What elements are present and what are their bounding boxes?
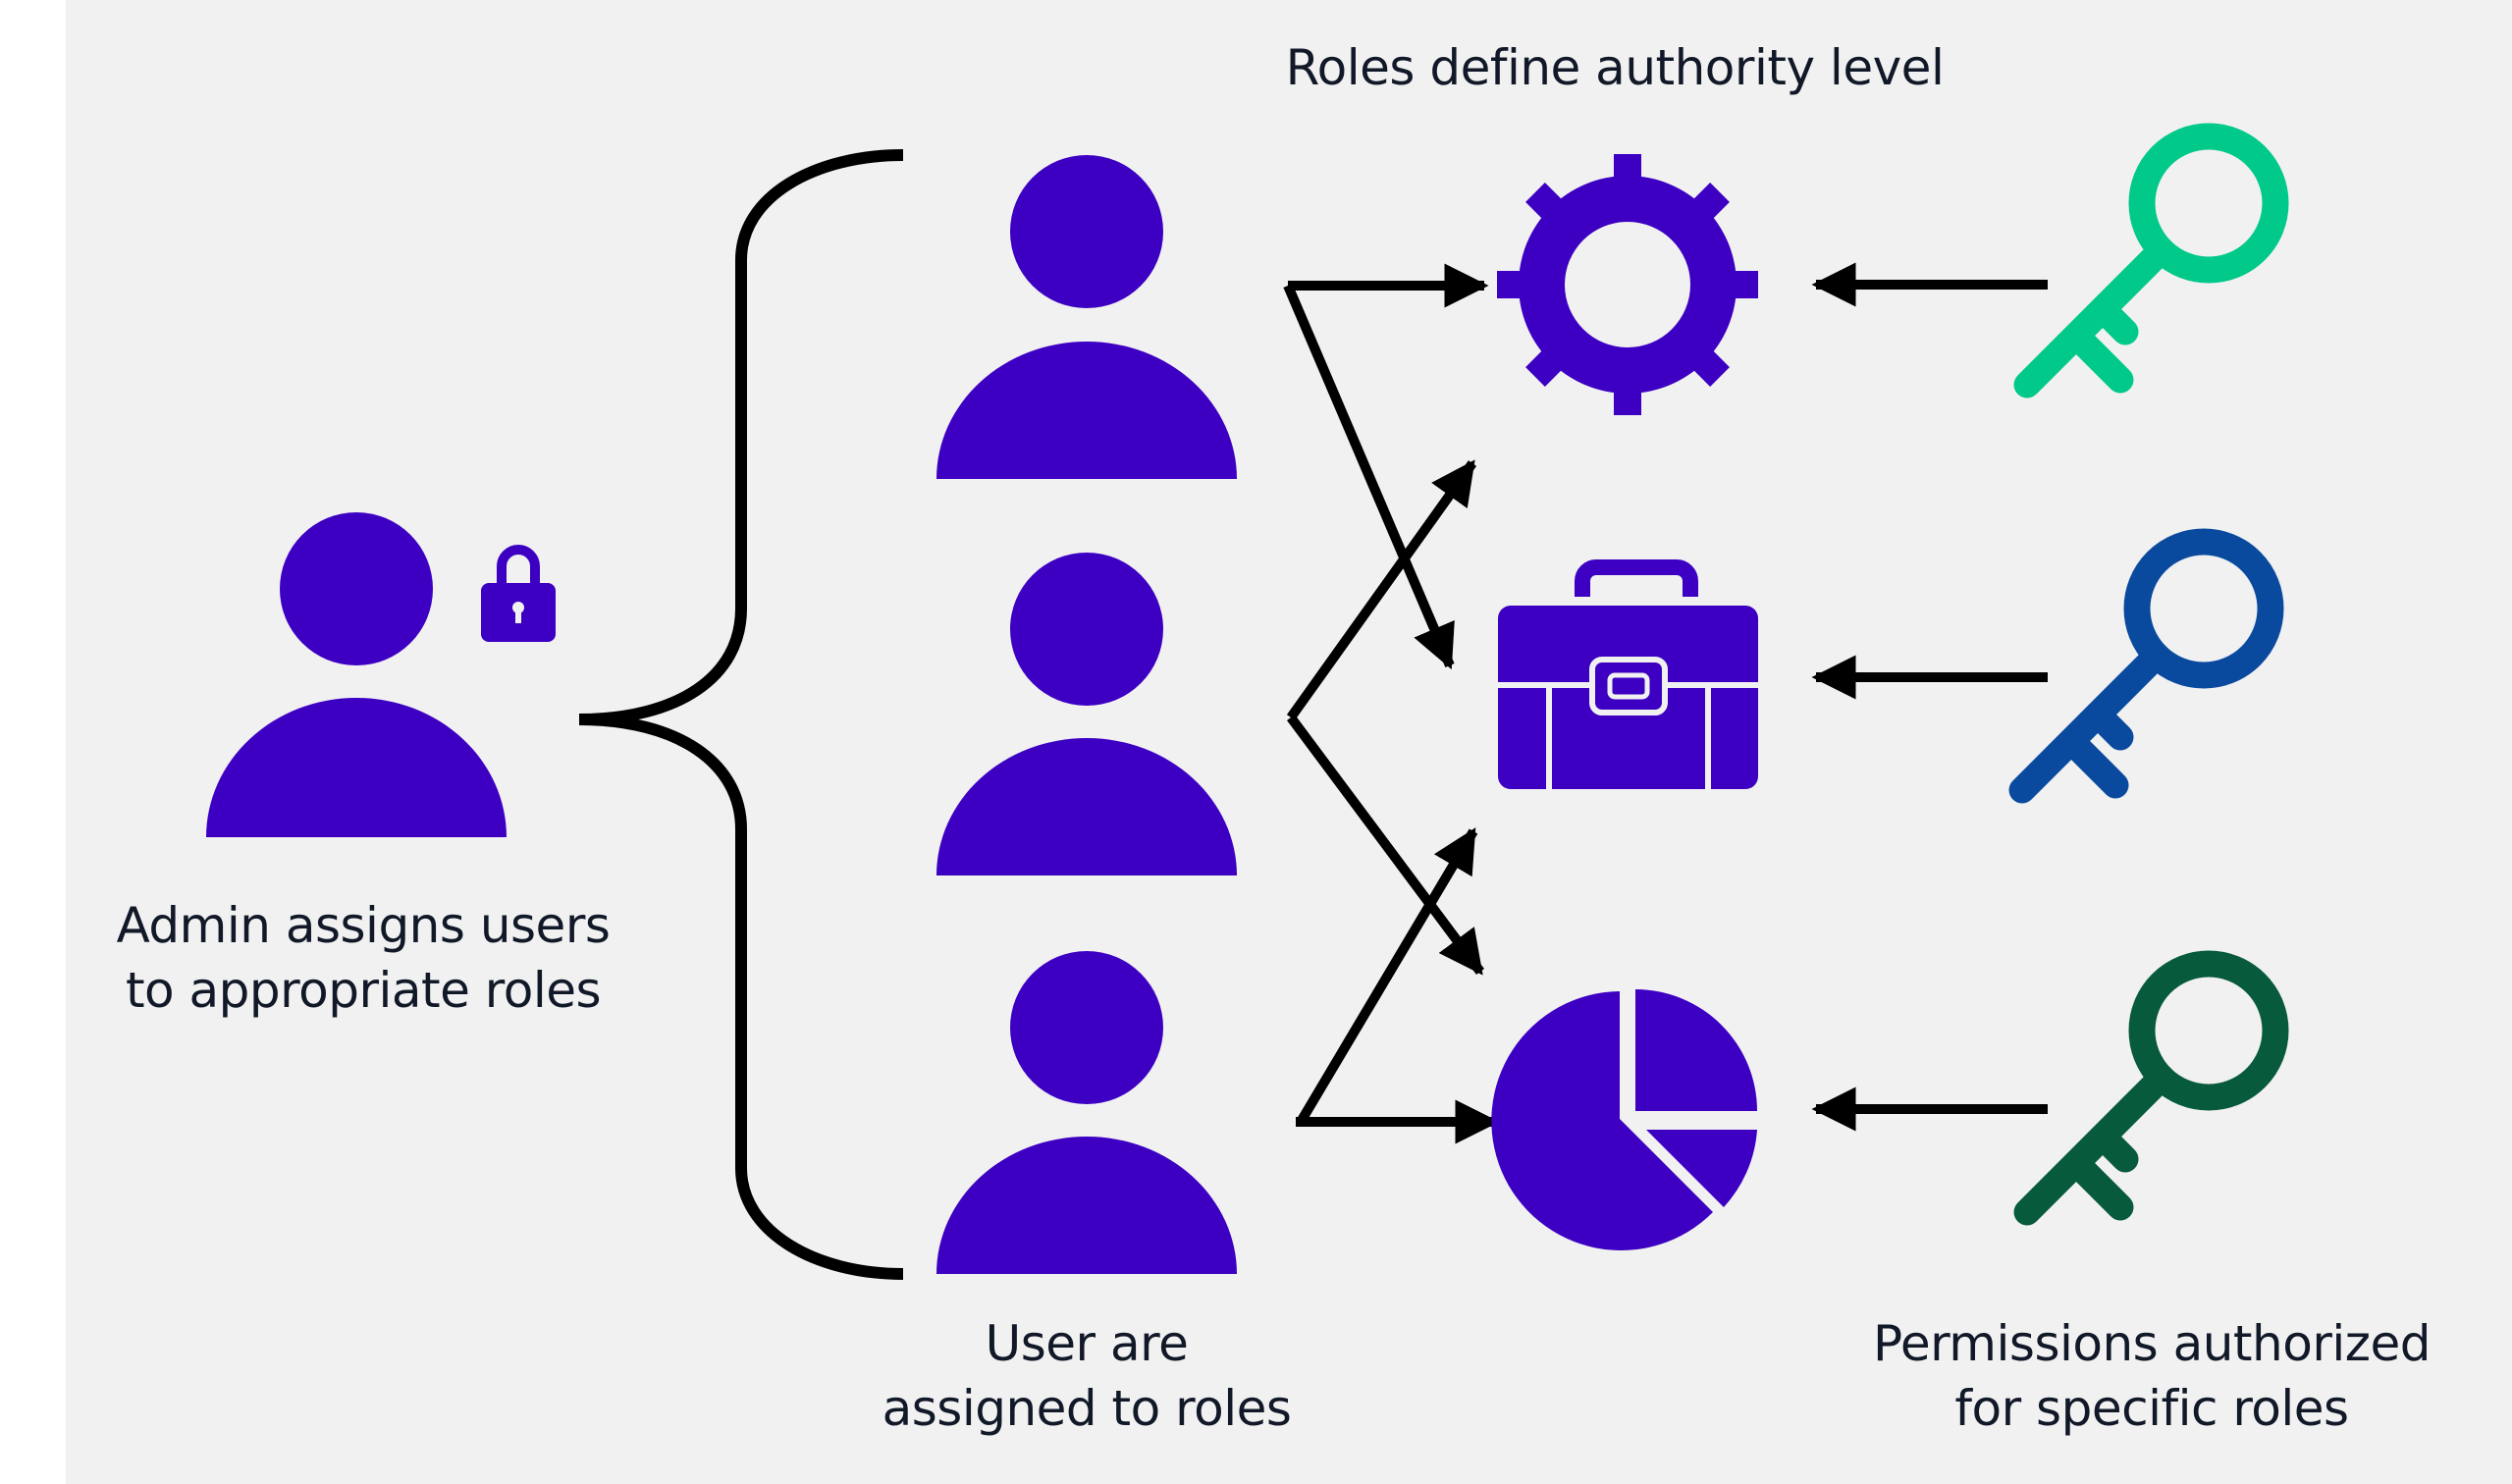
users-caption: User are assigned to roles [882,1315,1292,1437]
permissions-caption: Permissions authorized for specific role… [1872,1315,2432,1437]
user-icon [936,951,1237,1274]
admin-caption: Admin assigns users to appropriate roles [116,897,611,1019]
arrow-user3-briefcase [1296,827,1478,1125]
admin-user-icon [206,512,507,837]
arrow-user1-briefcase [1283,284,1455,670]
arrow-user2-gear [1286,459,1477,720]
user-role-arrows [1283,263,1500,1144]
user-icon [936,553,1237,875]
diagram-background [66,0,2512,1484]
key-icon [2008,528,2284,804]
bracket-connector [578,149,904,1280]
briefcase-icon [1498,559,1758,789]
key-icon [2013,950,2289,1226]
roles-title: Roles define authority level [1285,39,1945,96]
gear-icon [1497,154,1758,415]
pie-chart-icon [1491,989,1757,1250]
key-icon [2013,123,2289,398]
user-icon [936,155,1237,479]
key-role-arrows [1811,262,2048,1132]
padlock-icon [481,545,556,642]
arrow-user2-pie [1286,715,1485,976]
